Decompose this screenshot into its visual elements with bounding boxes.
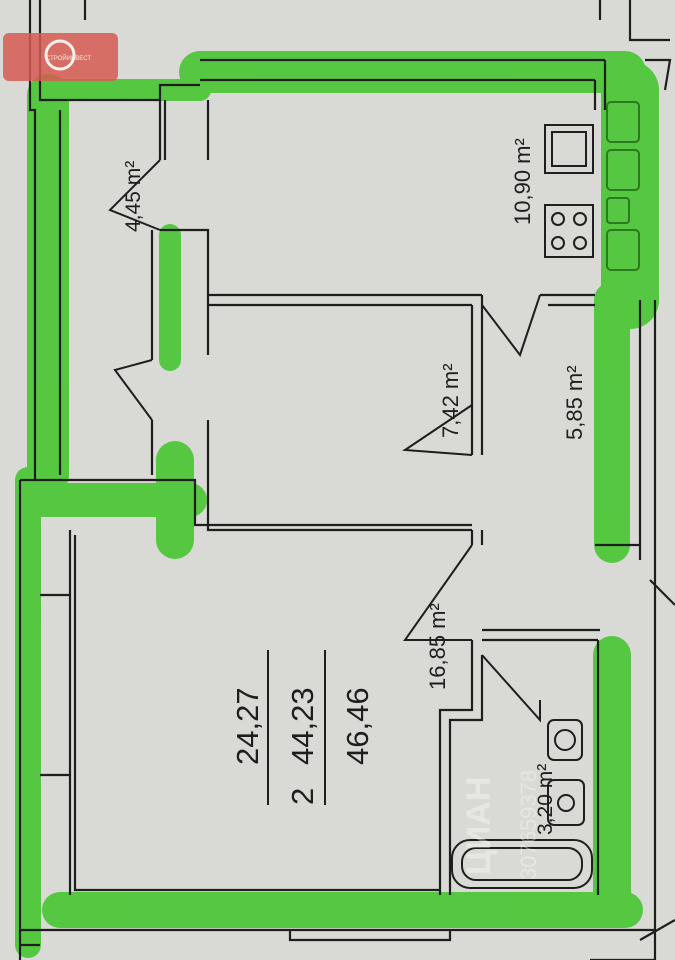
area-summary: 24,27 2 44,23 46,46 [230,650,375,805]
hall-area-label: 4,45 m² [122,161,145,232]
toilet-icon [547,719,583,761]
bathroom-fixtures [451,719,593,889]
summary-living-area: 24,27 [230,687,265,765]
kitchen-area-label: 10,90 m² [510,138,535,225]
kitchen-fixtures [544,101,640,271]
door-living [403,544,473,641]
loggia-area-label: 5,85 m² [562,365,587,440]
brand-logo-text: СТРОЙИНВЕСТ [46,54,91,62]
exterior-walls-highlight [15,51,659,958]
bathtub-icon [451,839,593,889]
bath-area-label: 3,20 m² [534,764,557,835]
stove-icon [544,204,594,258]
watermark-brand: ЦИАН [460,777,498,875]
summary-total-without-loggia: 44,23 [285,687,320,765]
summary-room-count: 2 [285,788,320,805]
corridor-area-label: 7,42 m² [438,363,463,438]
doors [108,159,541,723]
door-room [113,359,153,421]
door-corridor [402,404,473,456]
brand-logo-icon [44,39,76,71]
sink-icon [547,779,585,826]
summary-total-with-loggia: 46,46 [340,687,375,765]
living-area-label: 16,85 m² [425,603,450,690]
watermark: ЦИАН 307659378 [460,770,541,880]
door-bath [481,654,541,723]
brand-logo: СТРОЙИНВЕСТ [3,33,118,81]
door-hall [108,159,161,231]
kitchen-sink-icon [544,124,594,174]
watermark-id: 307659378 [516,770,541,880]
door-kitchen [481,294,541,358]
wall-lines [18,0,675,960]
